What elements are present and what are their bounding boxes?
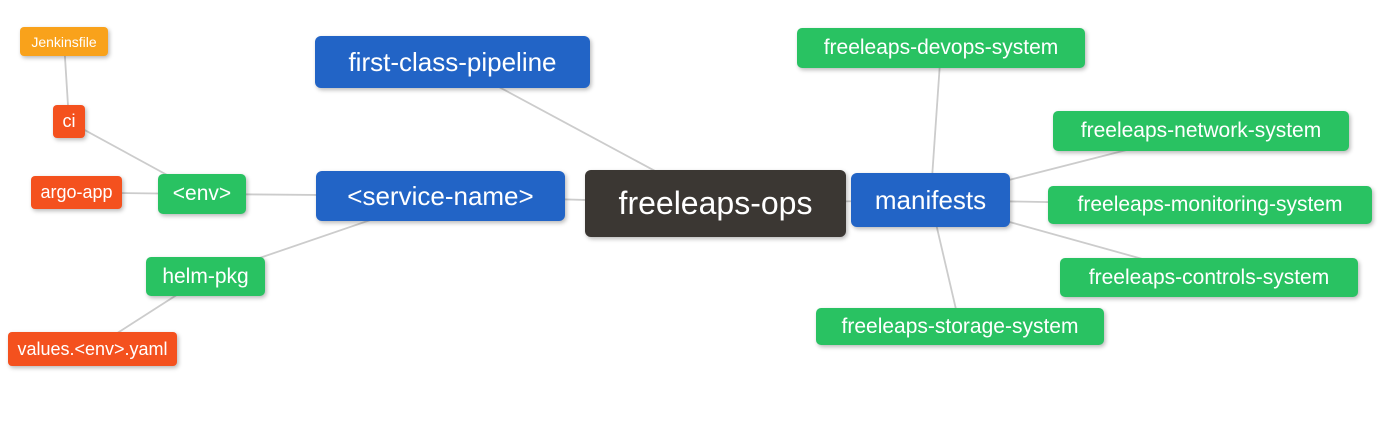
mindmap-node-jenkinsfile[interactable]: Jenkinsfile	[20, 27, 108, 56]
mindmap-node-controls-system[interactable]: freeleaps-controls-system	[1060, 258, 1358, 297]
mindmap-node-service-name[interactable]: <service-name>	[316, 171, 565, 221]
mindmap-node-env[interactable]: <env>	[158, 174, 246, 214]
mindmap-node-ci[interactable]: ci	[53, 105, 85, 138]
mindmap-node-monitoring-system[interactable]: freeleaps-monitoring-system	[1048, 186, 1372, 224]
mindmap-node-network-system[interactable]: freeleaps-network-system	[1053, 111, 1349, 151]
mindmap-node-devops-system[interactable]: freeleaps-devops-system	[797, 28, 1085, 68]
mindmap-node-argo-app[interactable]: argo-app	[31, 176, 122, 209]
mindmap-node-helm-pkg[interactable]: helm-pkg	[146, 257, 265, 296]
mindmap-node-values-yaml[interactable]: values.<env>.yaml	[8, 332, 177, 366]
mindmap-node-manifests[interactable]: manifests	[851, 173, 1010, 227]
mindmap-node-storage-system[interactable]: freeleaps-storage-system	[816, 308, 1104, 345]
mindmap-node-first-class-pipeline[interactable]: first-class-pipeline	[315, 36, 590, 88]
mindmap-node-freeleaps-ops[interactable]: freeleaps-ops	[585, 170, 846, 237]
